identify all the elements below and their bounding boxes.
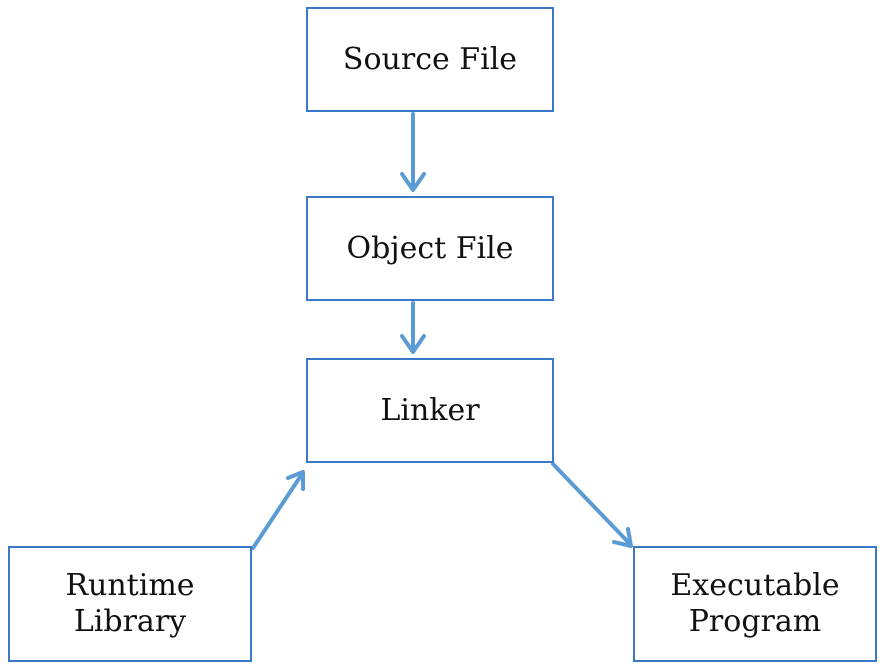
edge-object-to-linker — [400, 301, 426, 354]
node-source-file: Source File — [306, 7, 554, 112]
node-object-file-label: Object File — [346, 230, 514, 266]
edge-runtime-to-linker — [251, 470, 305, 550]
node-source-file-label: Source File — [342, 41, 518, 77]
node-executable-program-line2: Program — [688, 604, 822, 639]
edge-source-to-object — [400, 112, 426, 192]
node-object-file: Object File — [306, 196, 554, 301]
node-linker: Linker — [306, 358, 554, 463]
node-runtime-library-line1: Runtime — [65, 568, 195, 603]
node-executable-program: Executable Program — [633, 546, 877, 662]
node-executable-program-line1: Executable — [670, 568, 840, 603]
node-linker-label: Linker — [380, 392, 480, 428]
node-runtime-library-line2: Library — [73, 604, 187, 639]
edge-linker-to-exec — [551, 462, 633, 548]
node-runtime-library: Runtime Library — [8, 546, 252, 662]
